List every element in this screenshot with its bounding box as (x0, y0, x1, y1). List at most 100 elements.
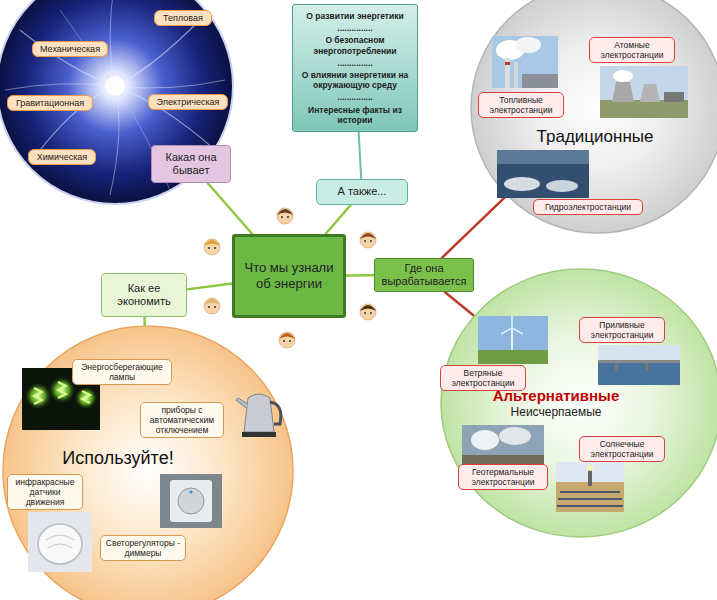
kid-hair (277, 209, 293, 215)
wind-plant-photo (478, 316, 548, 364)
power-plant-label: Топливные электростанции (478, 92, 564, 118)
node-text: Энергосберегающие лампы (77, 362, 167, 382)
traditional-circle: ТрадиционныеТопливные электростанцииАтом… (470, 0, 717, 234)
kid-eye (214, 247, 216, 249)
turbine-mast (511, 328, 513, 350)
circle-shape (471, 0, 717, 233)
node-text: Механическая (40, 44, 100, 55)
node-text: ............... (337, 23, 372, 33)
use-circle: Используйте!Энергосберегающие лампыприбо… (2, 325, 294, 600)
node-text: Гидроэлектростанции (545, 202, 631, 212)
power-plant-label: Геотермальные электростанции (458, 464, 548, 490)
device-label: инфракрасные датчики движения (7, 474, 83, 511)
kettle-handle (270, 402, 281, 424)
kettle-body (244, 394, 274, 432)
kid-icon (360, 304, 376, 320)
kid-eye (281, 216, 283, 218)
circle-heading: Традиционные (467, 127, 717, 147)
node-text: Как ее экономить (107, 282, 181, 308)
plant-building (664, 92, 684, 102)
kid-eye (214, 306, 216, 308)
photo-background (22, 368, 100, 430)
node-text: Электрическая (157, 97, 220, 108)
kid-icon (279, 332, 295, 348)
tidal-plant-photo (598, 345, 680, 385)
branch-box: А также... (316, 179, 408, 205)
photo-background (160, 474, 222, 528)
lamps-photo (22, 368, 100, 430)
sensor-dome (38, 524, 82, 564)
energy-streak (40, 20, 200, 150)
kid-eye (289, 340, 291, 342)
node-text: ............... (337, 92, 372, 102)
lamp-glow (74, 386, 98, 410)
lamp-spiral (82, 391, 90, 403)
photo-ground (556, 482, 624, 512)
circle-heading: Используйте! (0, 448, 264, 470)
kid-face (204, 239, 220, 255)
smoke (496, 40, 524, 60)
kid-eye (364, 240, 366, 242)
node-text: Тепловая (163, 13, 203, 24)
energy-type-label: Тепловая (154, 10, 212, 27)
device-label: Светорегуляторы - диммеры (100, 535, 186, 561)
plant-building (522, 74, 558, 88)
kid-icon (360, 232, 376, 248)
dam-wall (497, 150, 589, 164)
energy-type-label: Гравитационная (7, 95, 93, 112)
energy-type-label: Химическая (28, 149, 96, 166)
dimmer-knob (178, 488, 204, 514)
motion-sensor-photo (28, 512, 92, 572)
barrage-pier (615, 363, 618, 371)
connector-line (359, 132, 362, 179)
connector-line (143, 317, 146, 325)
energy-type-label: Механическая (32, 41, 108, 58)
connector-group (145, 132, 507, 325)
power-plant-label: Гидроэлектростанции (533, 199, 643, 215)
steam (499, 427, 531, 445)
kid-eye (370, 312, 372, 314)
smokestack-stripe (505, 62, 510, 65)
dimmer-photo (160, 474, 222, 528)
node-text: Светорегуляторы - диммеры (105, 538, 181, 558)
kid-face (360, 232, 376, 248)
photo-background (28, 512, 92, 572)
kid-icon (277, 208, 293, 224)
kid-face (277, 208, 293, 224)
kid-face (279, 332, 295, 348)
power-plant-label: Солнечные электростанции (579, 436, 665, 462)
photo-ground (478, 350, 548, 364)
turbine-blades (501, 316, 523, 334)
connector-line (445, 292, 474, 315)
topics-panel: О развитии энергетики...............О бе… (292, 4, 418, 132)
node-text: Геотермальные электростанции (463, 467, 543, 487)
water-foam (546, 180, 578, 192)
smoke (515, 37, 541, 53)
dimmer-plate (170, 480, 212, 522)
node-text: Какая она бывает (157, 151, 225, 177)
branch-box: Где она вырабатывается (374, 258, 474, 292)
node-text: А также... (338, 185, 387, 198)
node-text: инфракрасные датчики движения (12, 477, 78, 508)
alternative-circle: АльтернативныеНеисчерпаемыеПриливные эле… (440, 268, 717, 538)
energy-streak (60, 10, 170, 190)
sensor-lens-lines (46, 535, 74, 548)
kid-hair (204, 240, 220, 246)
photo-sky (600, 66, 688, 118)
energy-streak (20, 30, 215, 150)
smokestack (505, 58, 510, 88)
steam (471, 430, 499, 450)
photo-ground (600, 100, 688, 118)
device-label: Энергосберегающие лампы (72, 359, 172, 385)
photo-sky (556, 462, 624, 482)
connector-line (346, 274, 374, 277)
photo-water (497, 150, 589, 198)
power-plant-label: Приливные электростанции (579, 317, 665, 343)
water-foam (504, 177, 540, 191)
kid-eye (287, 216, 289, 218)
energy-orb (0, 0, 233, 204)
solar-tower (588, 468, 592, 486)
connector-line (208, 183, 253, 234)
kid-icon (204, 239, 220, 255)
